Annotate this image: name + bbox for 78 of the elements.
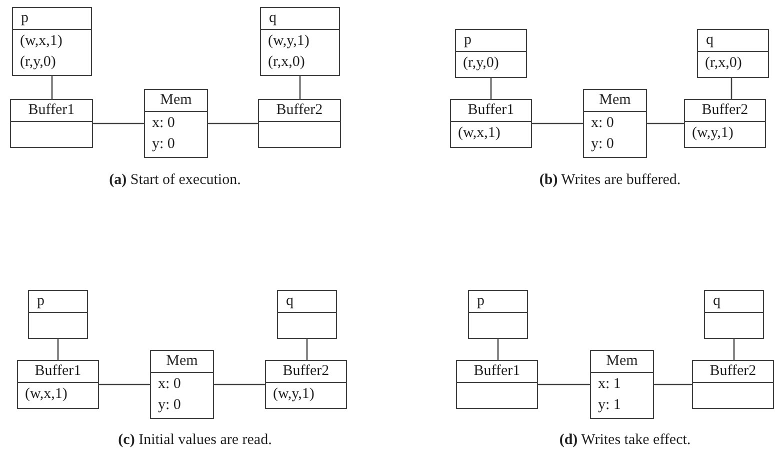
class-box: [697, 29, 769, 78]
connector-line: [490, 78, 492, 99]
connector-line: [214, 384, 265, 386]
entry-text: y: 1: [598, 396, 622, 415]
connector-line: [654, 384, 692, 386]
class-name: Buffer2: [702, 102, 748, 118]
class-name: q: [706, 32, 714, 48]
class-box: [277, 290, 337, 339]
class-box: [692, 360, 774, 409]
class-name: Mem: [606, 353, 638, 369]
class-box: [450, 99, 532, 148]
class-box: [144, 89, 208, 158]
entry-text: y: 0: [158, 396, 182, 415]
entry-text: (w,x,1): [458, 124, 502, 143]
class-box: [590, 350, 654, 419]
connector-line: [208, 122, 258, 124]
class-name: q: [713, 293, 720, 309]
caption: (a) Start of execution.: [109, 172, 241, 189]
entry-text: (r,y,0): [20, 53, 57, 72]
entry-text: (w,y,1): [273, 385, 316, 404]
class-box: [583, 89, 647, 158]
class-box: [10, 99, 93, 148]
entry-text: (r,x,0): [705, 54, 743, 73]
class-box: [684, 99, 766, 148]
connector-line: [51, 76, 53, 99]
entry-text: (w,x,1): [25, 385, 68, 404]
class-name: Mem: [160, 92, 192, 108]
connector-line: [93, 122, 144, 124]
class-name: p: [477, 293, 484, 309]
class-box: [260, 7, 340, 76]
class-box: [28, 290, 88, 339]
class-name: Mem: [599, 92, 631, 108]
entry-text: x: 0: [158, 375, 182, 394]
caption: (b) Writes are buffered.: [539, 172, 681, 189]
class-box: [468, 290, 528, 339]
class-box: [258, 99, 341, 148]
class-name: Buffer1: [34, 363, 82, 379]
connector-line: [299, 76, 301, 99]
class-box: [265, 360, 347, 409]
class-name: p: [37, 293, 44, 309]
connector-line: [538, 384, 590, 386]
entry-text: (w,y,1): [268, 32, 310, 51]
connector-line: [647, 122, 684, 124]
class-name: Buffer1: [468, 102, 514, 118]
connector-line: [99, 384, 150, 386]
entry-text: x: 1: [598, 375, 622, 394]
connector-line: [532, 122, 583, 124]
class-box: [150, 350, 214, 419]
class-box: [17, 360, 99, 409]
class-name: Buffer2: [710, 363, 756, 379]
class-name: Mem: [166, 353, 198, 369]
class-name: Buffer1: [28, 102, 75, 118]
class-name: Buffer2: [276, 102, 323, 118]
entry-text: (w,y,1): [692, 124, 734, 143]
caption: (c) Initial values are read.: [118, 432, 272, 449]
class-name: Buffer2: [282, 363, 330, 379]
connector-line: [730, 78, 732, 99]
class-name: p: [464, 32, 472, 48]
class-name: p: [21, 10, 28, 26]
entry-text: y: 0: [591, 135, 615, 154]
class-name: Buffer1: [474, 363, 520, 379]
entry-text: x: 0: [152, 114, 176, 133]
class-box: [456, 360, 538, 409]
class-box: [12, 7, 92, 76]
caption: (d) Writes take effect.: [559, 432, 691, 449]
connector-line: [306, 339, 308, 360]
entry-text: (w,x,1): [20, 32, 64, 51]
class-name: q: [286, 293, 294, 309]
entry-text: x: 0: [591, 114, 615, 133]
entry-text: y: 0: [152, 135, 176, 154]
class-box: [455, 29, 527, 78]
connector-line: [57, 339, 59, 360]
class-box: [704, 290, 764, 339]
entry-text: (r,x,0): [268, 53, 306, 72]
connector-line: [497, 339, 499, 360]
class-name: q: [269, 10, 276, 26]
connector-line: [733, 339, 735, 360]
entry-text: (r,y,0): [463, 54, 500, 73]
